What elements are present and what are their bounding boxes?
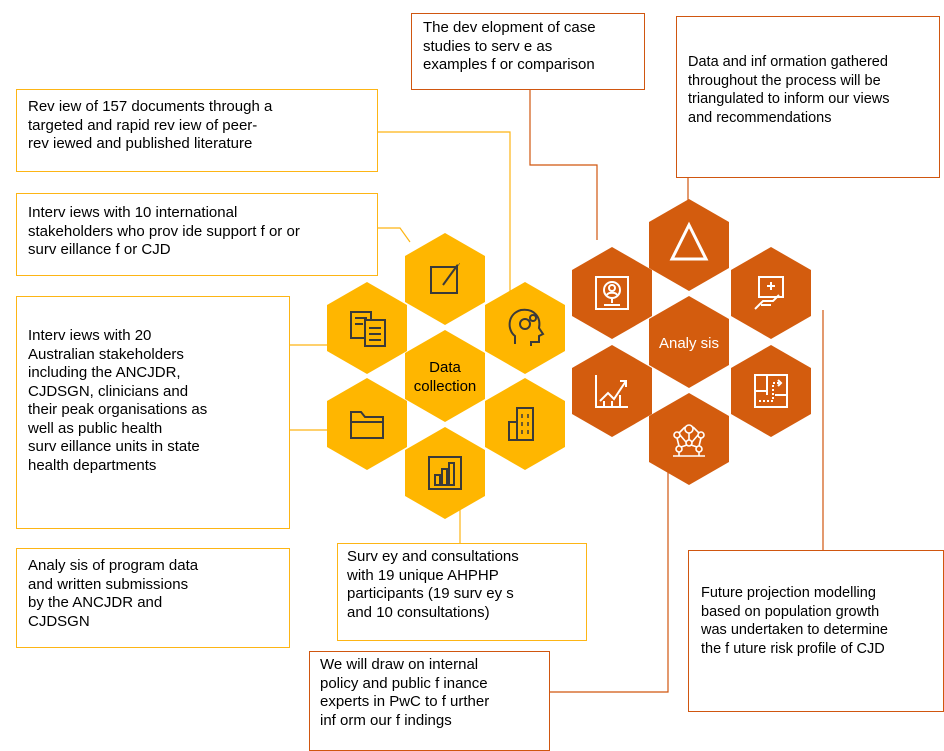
hex-flow-map [731,345,811,437]
box-case-studies: The dev elopment of case studies to serv… [411,13,645,90]
line-chart-icon [595,375,628,408]
folder-icon [350,411,384,439]
delta-triangle-icon [669,221,709,261]
projection-line-1: Future projection modelling [701,585,876,601]
hex-analysis: Analy sis [649,296,729,388]
triangulated-line-2: throughout the process will be [688,72,881,89]
australian-line-8: health departments [28,456,157,474]
documents-line-2: targeted and rapid rev iew of peer- [28,116,258,134]
australian-line-7: surv eillance units in state [28,438,200,455]
internal-line-4: inf orm our f indings [320,711,452,729]
australian-line-2: Australian stakeholders [28,345,184,363]
survey-line-1: Surv ey and consultations [347,548,519,565]
triangulated-line-1: Data and inf ormation gathered [688,54,888,70]
hex-person-search [572,247,652,339]
connector-internal [550,455,669,693]
program-data-line-4: CJDSGN [28,612,90,630]
hex-folder [327,378,407,470]
data-collection-label-1: Data [429,359,461,376]
bar-chart-icon [428,456,462,490]
program-data-line-2: and written submissions [28,575,189,593]
projection-line-4: the f uture risk profile of CJD [701,640,885,657]
case-studies-line-2: studies to serv e as [423,37,553,55]
hex-line-chart [572,345,652,437]
hex-bar-chart [405,427,485,519]
case-studies-line-1: The dev elopment of case [423,19,596,36]
hex-data-collection: Data collection [405,330,485,422]
hex-network [649,393,729,485]
box-australian: Interv iews with 20 Australian stakehold… [16,296,290,529]
internal-line-2: policy and public f inance [320,674,488,692]
australian-line-5: their peak organisations as [28,401,208,418]
network-icon [673,424,705,457]
australian-line-1: Interv iews with 20 [28,327,152,344]
head-gears-icon [508,308,545,346]
survey-line-2: with 19 unique AHPHP [347,566,499,584]
connector-case-studies [529,90,598,240]
box-projection: Future projection modelling based on pop… [688,550,944,712]
survey-line-4: and 10 consultations) [347,603,490,621]
documents-line-1: Rev iew of 157 documents through a [28,98,273,115]
projection-line-2: based on population growth [701,603,880,620]
box-survey: Surv ey and consultations with 19 unique… [337,543,587,641]
building-icon [508,407,534,441]
survey-line-3: participants (19 surv ey s [347,585,514,602]
international-line-1: Interv iews with 10 international [28,204,238,221]
person-search-icon [595,276,629,310]
australian-line-3: including the ANCJDR, [28,364,181,381]
australian-line-4: CJDSGN, clinicians and [28,382,189,400]
flow-map-icon [754,374,788,408]
hex-document-compare [327,282,407,374]
triangulated-line-3: triangulated to inform our views [688,91,890,107]
international-line-2: stakeholders who prov ide support f or o… [28,222,300,240]
data-collection-label-2: collection [414,378,477,395]
hex-building [485,378,565,470]
edit-icon [430,261,460,294]
hex-edit [405,233,485,325]
document-compare-icon [350,311,386,347]
internal-line-3: experts in PwC to f urther [320,693,490,710]
box-triangulated: Data and inf ormation gathered throughou… [676,16,940,178]
projection-line-3: was undertaken to determine [701,622,888,638]
australian-line-6: well as public health [28,419,163,437]
connector-international [378,227,411,243]
international-line-3: surv eillance f or CJD [28,241,171,258]
hex-head-gears [485,282,565,374]
box-program-data: Analy sis of program data and written su… [16,548,290,648]
documents-line-3: rev iewed and published literature [28,135,253,152]
connector-documents [378,131,511,295]
internal-line-1: We will draw on internal [320,656,479,673]
analysis-label: Analy sis [659,335,719,352]
box-internal: We will draw on internal policy and publ… [309,651,550,751]
hex-delta [649,199,729,291]
box-documents: Rev iew of 157 documents through a targe… [16,89,378,172]
program-data-line-1: Analy sis of program data [28,557,199,574]
program-data-line-3: by the ANCJDR and [28,594,163,611]
triangulated-line-4: and recommendations [688,109,832,126]
hex-hand-growth [731,247,811,339]
box-international: Interv iews with 10 international stakeh… [16,193,378,276]
hand-growth-icon [754,276,784,310]
case-studies-line-3: examples f or comparison [423,56,595,73]
